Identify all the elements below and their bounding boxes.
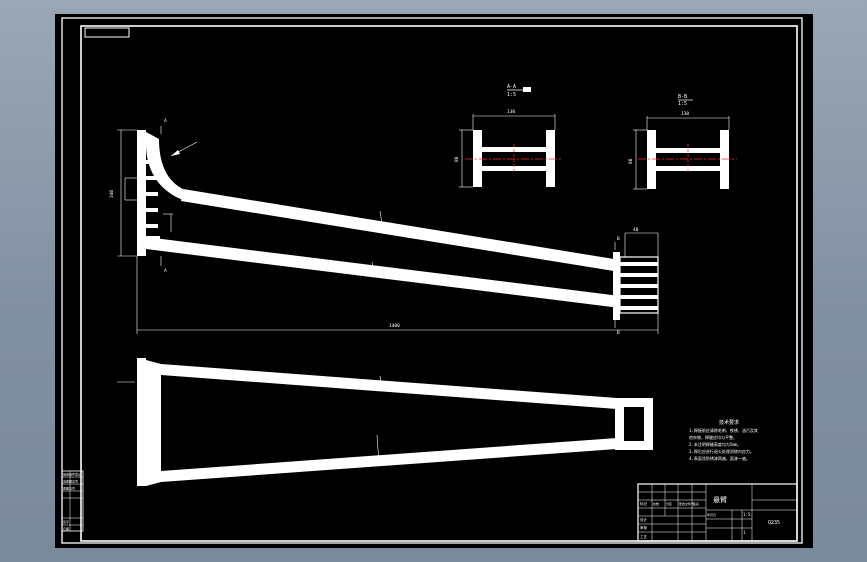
leader-arrow-icon	[171, 150, 180, 156]
cut-mark-a-top: A	[164, 118, 167, 124]
section-b-scale: 1:5	[678, 101, 687, 107]
left-rib	[146, 208, 158, 212]
right-box	[619, 256, 659, 314]
row-label: 审核	[640, 525, 648, 530]
right-box-dim: 40	[633, 227, 639, 233]
section-a-scale: 1:5	[507, 92, 516, 98]
stamp-line: 底图总号	[63, 486, 75, 491]
top-rib	[146, 431, 159, 435]
section-a-right-flange	[546, 130, 555, 187]
section-a-width-dim: 130	[507, 109, 515, 115]
inner-border	[80, 25, 798, 542]
section-b-height-dim: 80	[628, 158, 634, 164]
stamp-line: 旧底图总号	[63, 479, 78, 484]
right-rib	[620, 306, 658, 310]
section-b-left-flange	[647, 130, 656, 189]
section-b-label: B-B	[678, 94, 687, 100]
top-right-box	[615, 398, 653, 450]
note-line: 1.焊接前应清除毛刺、铁锈、油污及其	[689, 427, 758, 433]
overall-length-dim: 1400	[389, 323, 400, 329]
row-label: 工艺	[640, 534, 648, 539]
section-a-height-dim: 80	[454, 156, 460, 162]
scale: 1:5	[743, 512, 751, 517]
left-flange-plate	[137, 130, 146, 256]
notes-title: 技术要求	[719, 419, 739, 426]
left-rib	[146, 192, 158, 196]
material: Q235	[768, 520, 780, 526]
left-bracket	[146, 132, 185, 200]
row-label: 设计	[640, 517, 648, 522]
col-label: 处数	[653, 501, 659, 506]
stamp-line: 签字	[63, 519, 69, 524]
left-rib	[146, 160, 158, 164]
note-line: 2.未注明焊缝高度均为5mm。	[689, 441, 741, 447]
side-stamp: 借通用件登记 旧底图总号 底图总号 签字 日期	[61, 470, 84, 532]
col-label: 分区	[666, 501, 672, 506]
note-line: 3.焊后应进行退火处理消除内应力。	[689, 448, 754, 454]
stamp-line: 日期	[63, 526, 69, 531]
left-rib	[146, 224, 158, 228]
left-rib	[146, 176, 158, 180]
cut-mark-b-top: B	[617, 236, 620, 242]
right-rib	[620, 273, 658, 277]
top-rib	[146, 454, 159, 458]
col-label: 更改文件号	[679, 501, 694, 506]
front-dim-text: 1400 340 40 A A B B	[109, 118, 639, 336]
section-arrow-icon	[523, 87, 531, 92]
cut-mark-b-bottom: B	[617, 330, 620, 336]
note-line: 4.表面涂防锈漆两遍，面漆一遍。	[689, 455, 750, 461]
top-upper-beam	[161, 364, 617, 409]
section-a-label: A-A	[507, 84, 516, 90]
top-left-bracket	[146, 360, 161, 486]
lower-beam	[146, 237, 620, 308]
note-line: 他杂物，焊缝应均匀平整。	[689, 434, 737, 440]
part-name: 悬臂	[713, 495, 727, 504]
right-rib	[620, 262, 658, 266]
cut-mark-a-bottom: A	[164, 268, 167, 274]
col-label: 年月日	[707, 512, 716, 517]
title-block: 悬臂 Q235 1:5 1 标记 设计 审核 工艺 处数 分区 更改文件号 签名…	[637, 483, 798, 542]
front-dimensions	[117, 126, 659, 334]
top-rib	[146, 408, 159, 412]
top-left-plate	[137, 358, 146, 486]
cad-drawing: 1400 340 40 A A B B A-A 1:5 130 80	[61, 17, 803, 544]
top-view	[137, 358, 653, 486]
right-end-plate	[613, 252, 620, 320]
technical-notes: 技术要求 1.焊接前应清除毛刺、铁锈、油污及其 他杂物，焊缝应均匀平整。 2.未…	[689, 419, 758, 461]
stamp-line: 借通用件登记	[63, 472, 81, 477]
outer-border	[61, 17, 803, 544]
top-rib	[146, 385, 159, 389]
section-a-a: A-A 1:5 130 80	[454, 84, 562, 188]
top-lower-beam	[161, 438, 617, 482]
drawing-number-box	[84, 27, 130, 38]
section-b-lower-web	[656, 166, 720, 171]
section-b-b: B-B 1:5 130 80	[628, 94, 737, 190]
right-rib	[620, 284, 658, 288]
section-b-right-flange	[720, 130, 729, 189]
section-a-lower-web	[482, 166, 546, 171]
drawing-sheet: 1400 340 40 A A B B A-A 1:5 130 80	[55, 14, 813, 548]
upper-beam	[181, 189, 620, 272]
left-height-dim: 340	[109, 190, 115, 198]
front-view	[137, 130, 659, 320]
row-label: 标记	[640, 501, 648, 506]
section-b-width-dim: 130	[681, 111, 689, 117]
sheet-number: 1	[743, 530, 746, 535]
left-lower-stub	[146, 236, 160, 241]
col-label: 签名	[693, 501, 699, 506]
section-a-left-flange	[473, 130, 482, 187]
top-view-marks	[117, 375, 383, 465]
right-rib	[620, 295, 658, 299]
